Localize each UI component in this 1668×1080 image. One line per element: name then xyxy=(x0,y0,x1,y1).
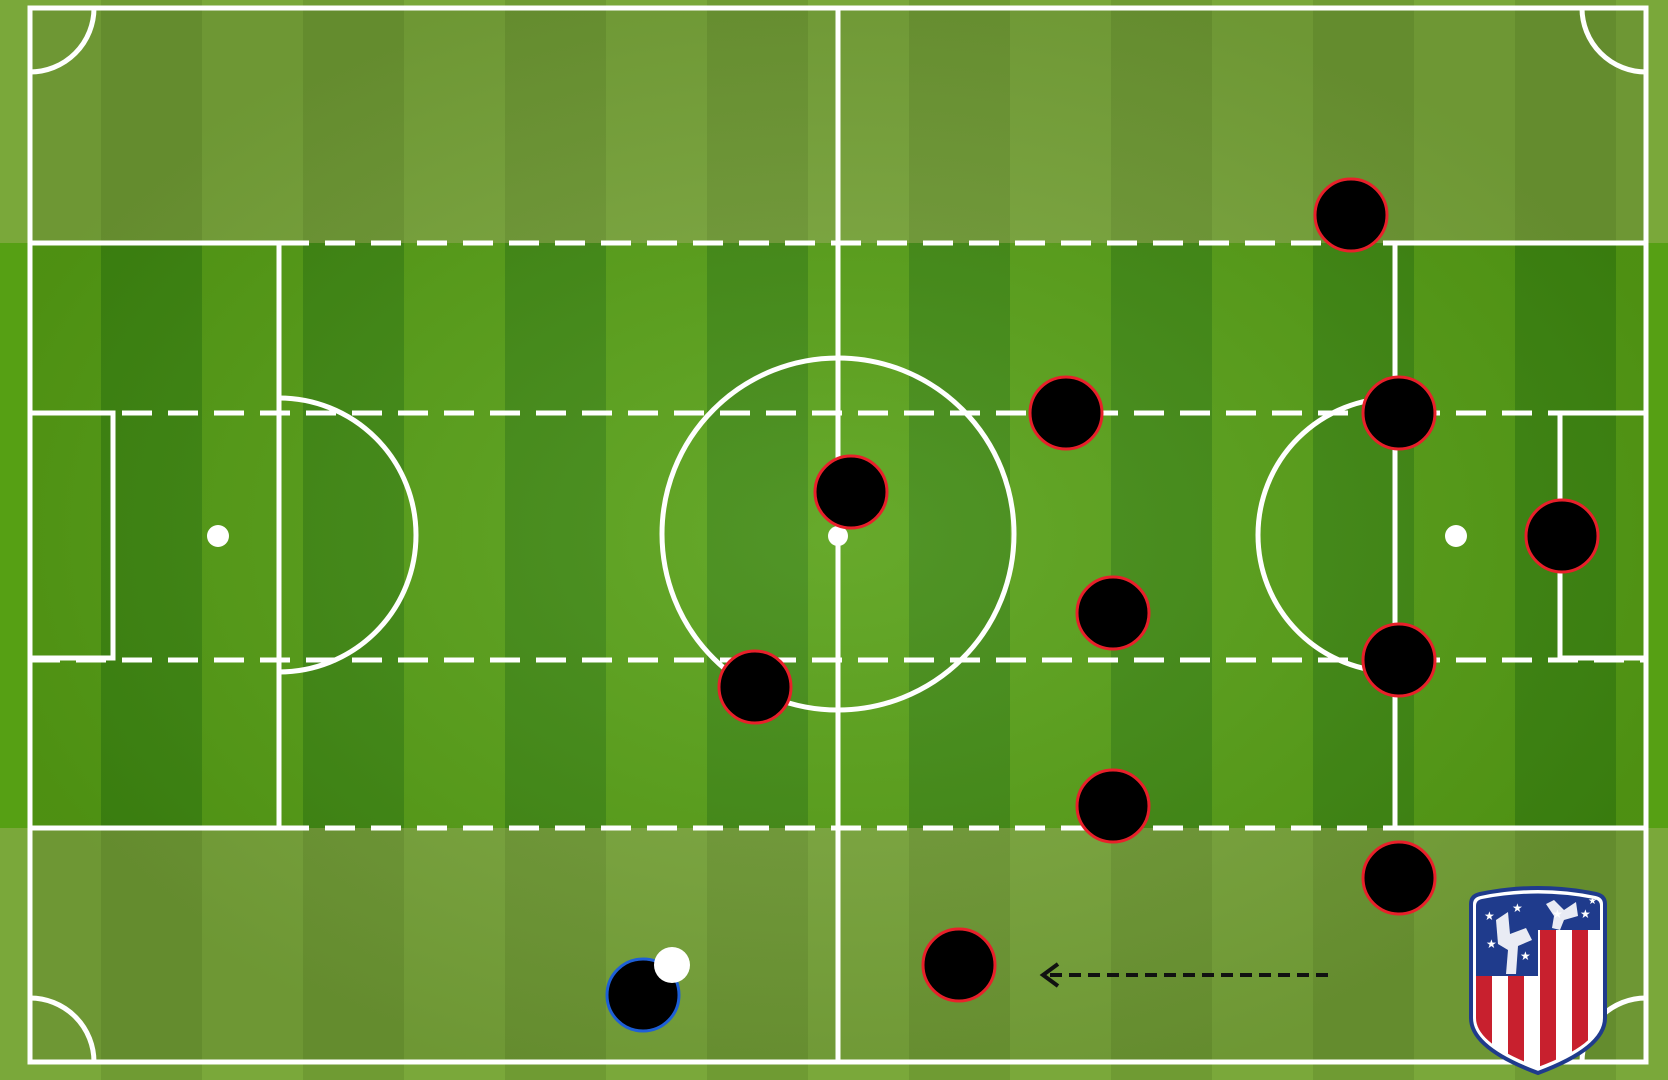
ball[interactable] xyxy=(654,947,690,983)
players-layer xyxy=(605,177,1600,1033)
opponent-player-marker[interactable] xyxy=(921,927,997,1003)
opponent-player-marker[interactable] xyxy=(1361,375,1437,451)
svg-text:★: ★ xyxy=(1580,907,1591,921)
opponent-player-marker[interactable] xyxy=(1075,768,1151,844)
opponent-player-marker[interactable] xyxy=(1075,575,1151,651)
left-penalty-arc xyxy=(278,395,419,675)
opponent-player-marker[interactable] xyxy=(717,649,793,725)
corner-arc-top-right xyxy=(1579,7,1647,75)
opponent-player-marker[interactable] xyxy=(813,454,889,530)
opponent-player-marker[interactable] xyxy=(1028,375,1104,451)
left-goal-area xyxy=(27,410,116,661)
right-penalty-spot xyxy=(1445,525,1467,547)
svg-text:★: ★ xyxy=(1486,937,1497,951)
atletico-madrid-crest-icon: ★ ★ ★ ★ ★ ★ ★ xyxy=(1469,886,1607,1076)
svg-text:★: ★ xyxy=(1512,901,1523,915)
arrow-head xyxy=(1039,962,1060,988)
opponent-player-marker[interactable] xyxy=(1524,498,1600,574)
svg-text:★: ★ xyxy=(1520,949,1531,963)
corner-arc-bottom-left xyxy=(29,995,97,1063)
left-penalty-spot xyxy=(207,525,229,547)
centre-circle xyxy=(659,355,1017,713)
centre-spot xyxy=(828,526,848,546)
svg-text:★: ★ xyxy=(1588,896,1597,907)
opponent-player-marker[interactable] xyxy=(1361,840,1437,916)
opponent-player-marker[interactable] xyxy=(1361,622,1437,698)
movement-arrow xyxy=(1039,962,1328,988)
svg-text:★: ★ xyxy=(1484,909,1495,923)
opponent-player-marker[interactable] xyxy=(1313,177,1389,253)
corner-arc-top-left xyxy=(29,7,97,75)
pitch-markings xyxy=(27,5,1649,1065)
